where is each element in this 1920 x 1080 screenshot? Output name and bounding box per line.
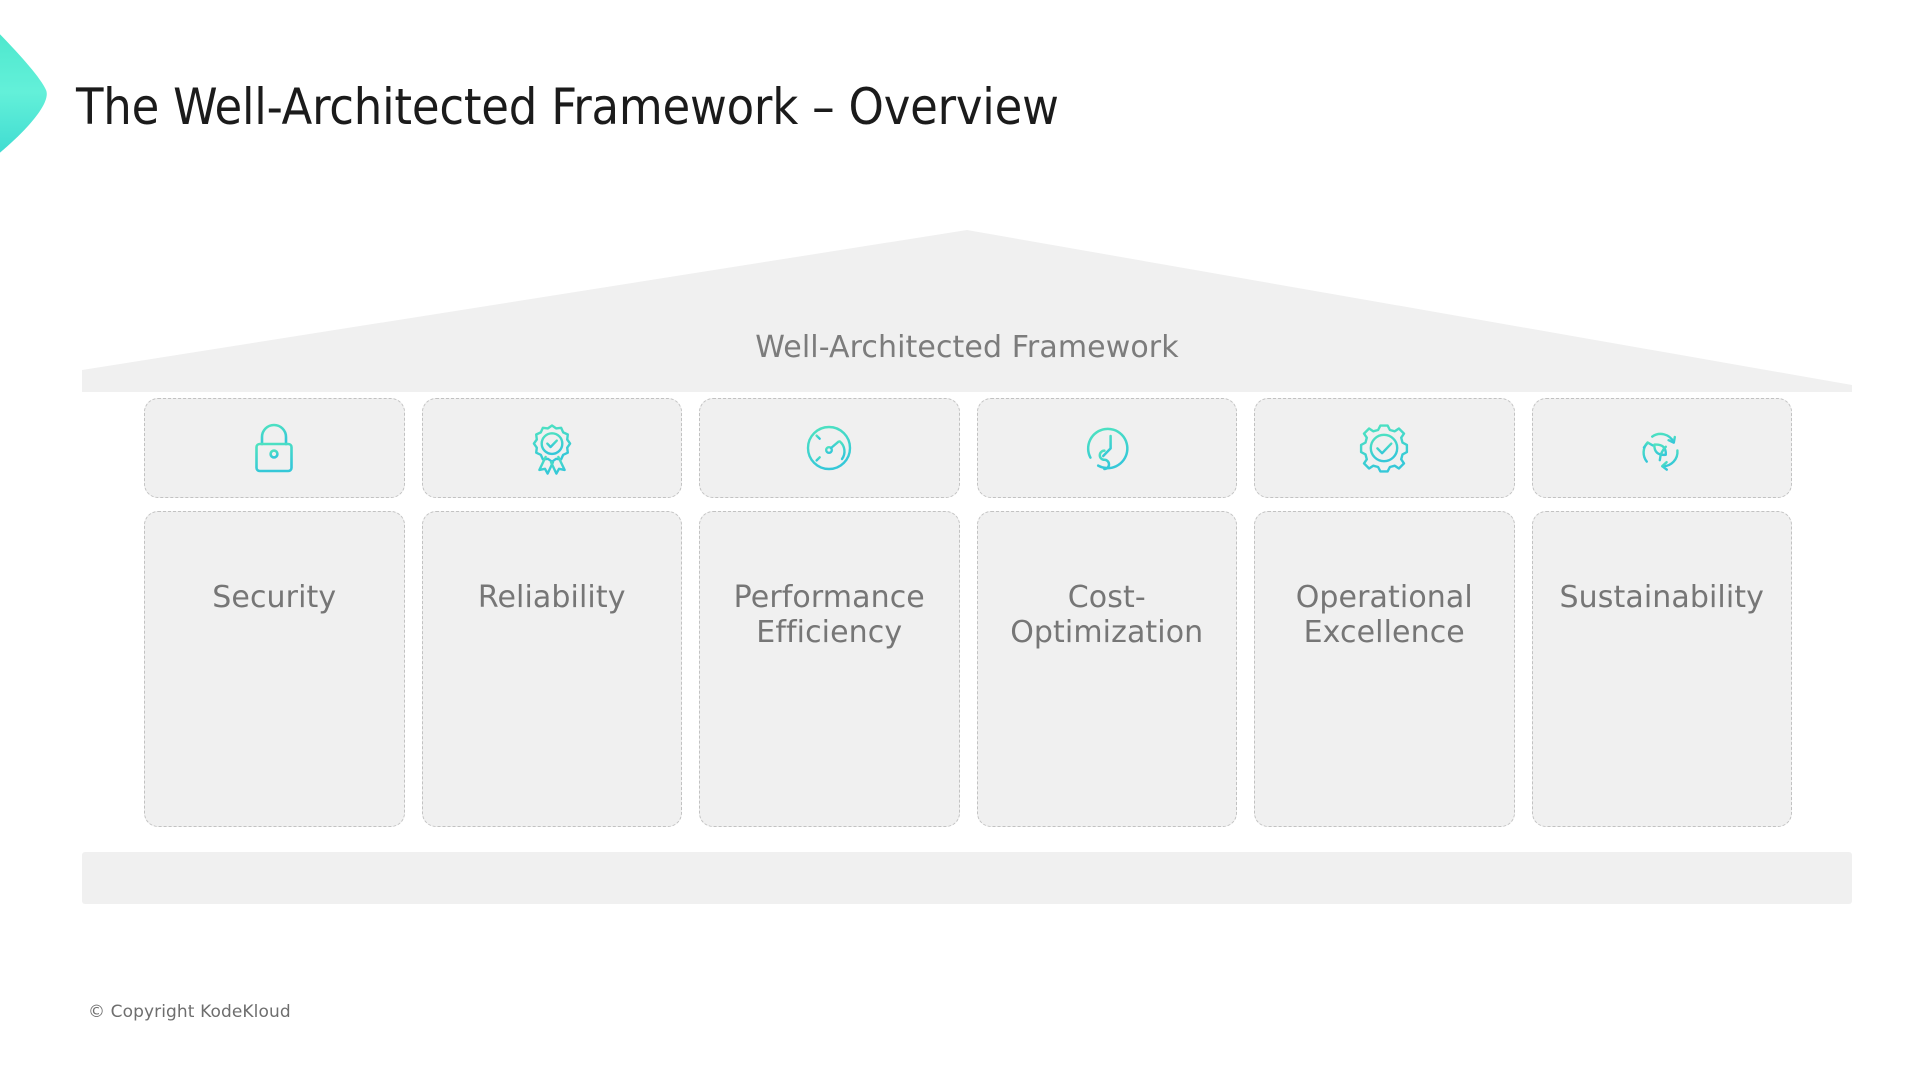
pillar-label: Sustainability [1559,580,1765,615]
gear-check-icon [1360,424,1409,473]
icon-box-reliability [421,398,682,498]
icon-box-security [144,398,405,498]
footer-copyright: © Copyright KodeKloud [88,1002,291,1022]
clock-dollar-icon [1086,427,1129,473]
label-box-security: Security [144,511,405,827]
pillar-sustainability[interactable]: Sustainability [1531,398,1792,827]
icon-box-operational-excellence [1254,398,1515,498]
icon-box-performance-efficiency [699,398,960,498]
roof-pediment [82,230,1852,392]
pillar-performance-efficiency[interactable]: Performance Efficiency [699,398,960,827]
base-plinth [82,852,1852,904]
icon-box-sustainability [1531,398,1792,498]
speedometer-gauge-icon [807,425,852,471]
chevron-mark-icon [0,34,47,153]
icon-box-cost-optimization [976,398,1237,498]
pillar-reliability[interactable]: Reliability [421,398,682,827]
label-box-sustainability: Sustainability [1531,511,1792,827]
page-title: The Well-Architected Framework – Overvie… [76,78,1059,136]
pillar-label: Cost- Optimization [1010,580,1204,651]
pillar-security[interactable]: Security [144,398,405,827]
label-box-operational-excellence: Operational Excellence [1254,511,1515,827]
award-ribbon-check-icon [532,424,572,475]
label-box-performance-efficiency: Performance Efficiency [699,511,960,827]
label-box-cost-optimization: Cost- Optimization [976,511,1237,827]
pillar-cost-optimization[interactable]: Cost- Optimization [976,398,1237,827]
pillar-label: Security [212,580,337,615]
pillar-label: Performance Efficiency [733,580,925,651]
roof-label: Well-Architected Framework [755,330,1179,365]
pillar-label: Operational Excellence [1295,580,1473,651]
pillar-label: Reliability [477,580,626,615]
padlock-icon [255,423,294,473]
label-box-reliability: Reliability [421,511,682,827]
pillar-operational-excellence[interactable]: Operational Excellence [1254,398,1515,827]
pillars-row: Security [144,398,1792,827]
well-architected-temple-diagram: Well-Architected Framework [82,230,1852,920]
recycle-leaf-icon [1642,432,1679,471]
